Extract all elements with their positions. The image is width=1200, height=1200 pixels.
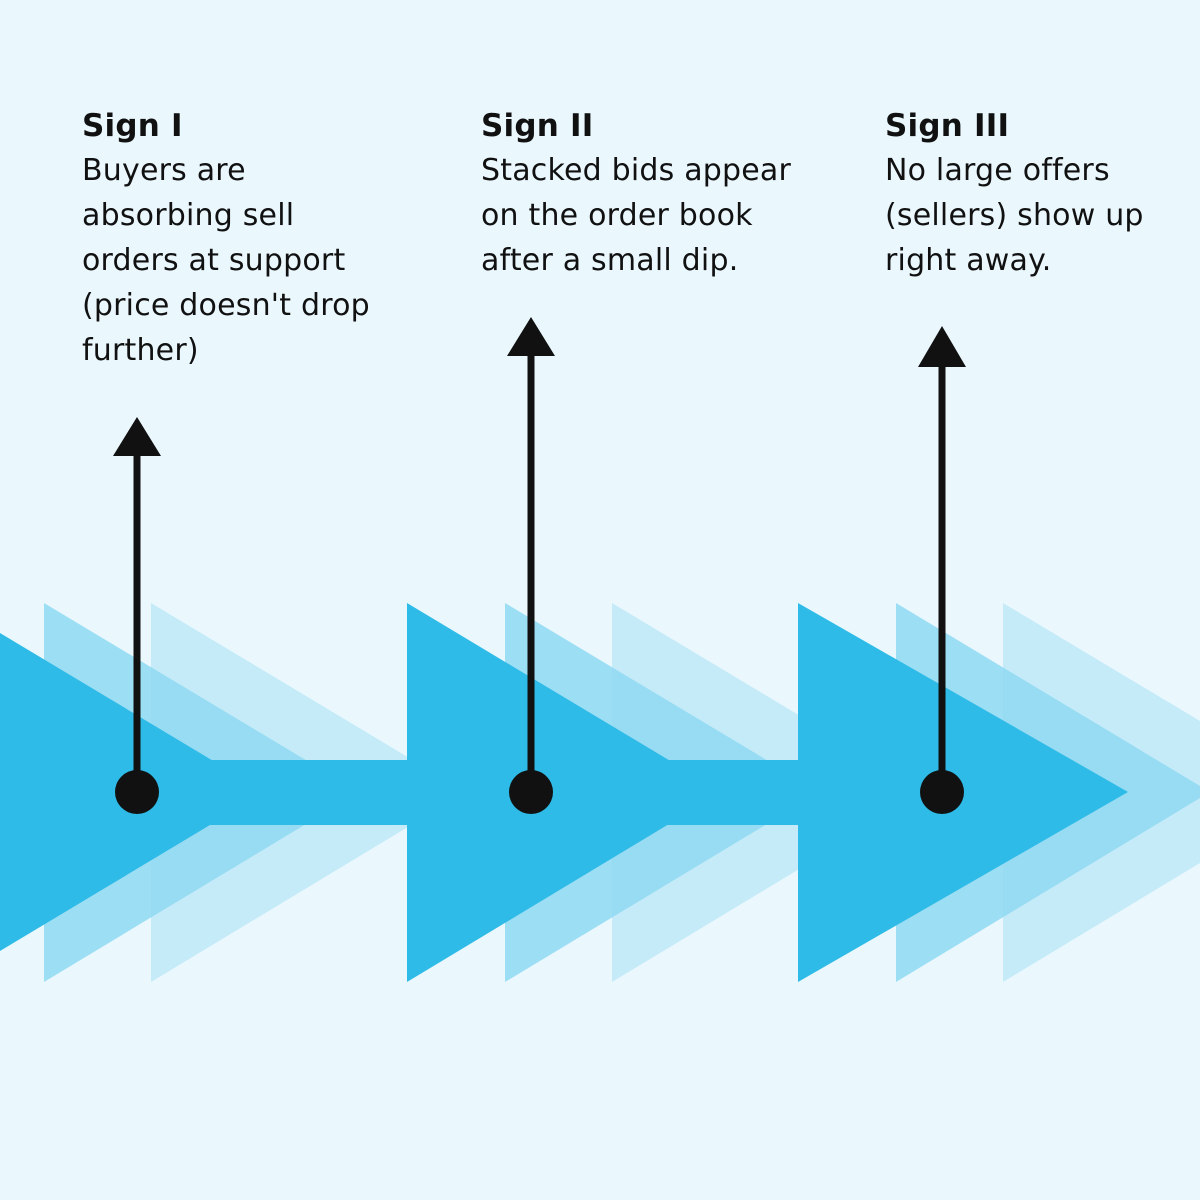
arrowhead-up-icon	[113, 417, 161, 456]
sign-3-line: No large offers	[885, 153, 1110, 188]
marker-sign-1	[113, 417, 161, 814]
chevron-solid-2	[407, 603, 722, 982]
sign-1-line: Buyers are	[82, 153, 246, 188]
marker-sign-3	[918, 326, 966, 814]
sign-1-block: Sign I Buyers are absorbing sell orders …	[82, 104, 422, 373]
sign-1-line: (price doesn't drop	[82, 288, 370, 323]
sign-1-line: further)	[82, 333, 199, 368]
marker-dot	[115, 770, 159, 814]
sign-3-line: (sellers) show up	[885, 198, 1144, 233]
sign-2-line: after a small dip.	[481, 243, 739, 278]
sign-1-title: Sign I	[82, 108, 183, 144]
marker-dot	[920, 770, 964, 814]
sign-2-line: on the order book	[481, 198, 753, 233]
sign-2-line: Stacked bids appear	[481, 153, 792, 188]
marker-sign-2	[507, 317, 555, 814]
sign-3-title: Sign III	[885, 108, 1010, 144]
sign-2-block: Sign II Stacked bids appear on the order…	[481, 104, 841, 283]
arrowhead-up-icon	[918, 326, 966, 367]
arrowhead-up-icon	[507, 317, 555, 356]
sign-3-block: Sign III No large offers (sellers) show …	[885, 104, 1185, 283]
sign-1-line: orders at support	[82, 243, 346, 278]
sign-2-title: Sign II	[481, 108, 594, 144]
marker-dot	[509, 770, 553, 814]
sign-3-line: right away.	[885, 243, 1052, 278]
sign-1-line: absorbing sell	[82, 198, 295, 233]
